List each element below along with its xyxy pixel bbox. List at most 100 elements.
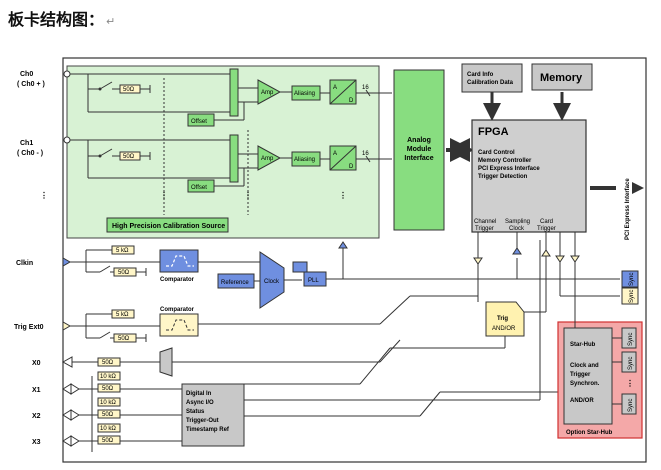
io-lines bbox=[61, 339, 401, 452]
memory-block bbox=[531, 63, 593, 91]
trig-ext0-path bbox=[62, 309, 160, 343]
star-hub-sync-ports bbox=[612, 327, 637, 415]
analog-module-line2: Module bbox=[407, 146, 432, 153]
comparator-clk-label: Comparator bbox=[160, 277, 195, 283]
r50-ch0-label: 50Ω bbox=[123, 87, 135, 93]
r10k-x2-label: 10 kΩ bbox=[100, 400, 116, 406]
amp-ch1-label: Amp bbox=[261, 156, 274, 162]
star-hub-caption: Option Star-Hub bbox=[566, 430, 613, 436]
r50-trig-label: 50Ω bbox=[118, 336, 130, 342]
digital-line2: Async I/O bbox=[186, 400, 214, 406]
clock-trigger-labels: 5 kΩ 50Ω Comparator Reference Clock PLL … bbox=[116, 248, 635, 342]
digital-line4: Trigger-Out bbox=[186, 418, 219, 424]
label-x1: X1 bbox=[32, 387, 41, 394]
input-labels: Ch0 ( Ch0 + ) Ch1 ( Ch0 - ) ⋮ Clkin Trig… bbox=[14, 71, 48, 446]
bus-width-ch1: 16 bbox=[362, 151, 369, 157]
label-ch0-sub: ( Ch0 + ) bbox=[17, 81, 45, 88]
card-trigger-line1: Card bbox=[540, 219, 553, 225]
card-info-line2: Calibration Data bbox=[467, 80, 514, 86]
adc-ch0-d: D bbox=[349, 98, 354, 104]
comparator-clk bbox=[159, 249, 199, 273]
label-ch1: Ch1 bbox=[20, 140, 33, 147]
sync-clk-port bbox=[621, 270, 639, 288]
r5k-trig-label: 5 kΩ bbox=[116, 312, 129, 318]
r50-ch1-label: 50Ω bbox=[123, 154, 135, 160]
paragraph-mark: ↵ bbox=[106, 15, 116, 28]
fpga-title: FPGA bbox=[478, 126, 509, 138]
fpga-line1: Card Control bbox=[478, 150, 515, 156]
clock-mux bbox=[259, 251, 285, 309]
digital-line1: Digital In bbox=[186, 391, 212, 397]
sampling-clock-line1: Sampling bbox=[505, 219, 530, 225]
trig-block-line1: Trig bbox=[497, 316, 508, 322]
star-hub-ellipsis: ⋮ bbox=[626, 379, 634, 388]
channel-trigger-line2: Trigger bbox=[475, 226, 494, 232]
channel-trigger-line1: Channel bbox=[474, 219, 496, 225]
memory-label: Memory bbox=[540, 72, 583, 84]
frontend-labels: 50Ω 50Ω Amp Amp Offset Offset Aliasing A… bbox=[112, 85, 369, 230]
digital-io-block bbox=[181, 383, 245, 447]
calibration-source-label: High Precision Calibration Source bbox=[112, 223, 225, 230]
fpga-line2: Memory Controller bbox=[478, 158, 532, 164]
channel-0-chain bbox=[187, 68, 392, 127]
comparator-trig-label: Comparator bbox=[160, 307, 195, 313]
calibration-feed-lines bbox=[163, 78, 249, 215]
star-hub-line1: Clock and bbox=[570, 363, 599, 369]
bus-width-ch0: 16 bbox=[362, 85, 369, 91]
card-trigger-line2: Trigger bbox=[537, 226, 556, 232]
label-x0: X0 bbox=[32, 360, 41, 367]
amp-ch0-icon bbox=[257, 79, 282, 105]
resistor-5k-trig bbox=[111, 309, 135, 319]
analog-frontend-area bbox=[66, 65, 380, 239]
label-trig-ext0: Trig Ext0 bbox=[14, 324, 44, 331]
io-labels: 50Ω 10 kΩ 50Ω 10 kΩ 50Ω 10 kΩ 50Ω Digita… bbox=[100, 360, 230, 444]
offset-ch1-label: Offset bbox=[191, 185, 207, 191]
analog-module-line1: Analog bbox=[407, 137, 431, 144]
reference-label: Reference bbox=[221, 280, 249, 286]
clkin-path bbox=[62, 245, 160, 277]
star-hub-title: Star-Hub bbox=[570, 342, 596, 348]
frontend-ellipsis-1: ⋮ bbox=[160, 191, 168, 200]
pci-express-label: PCI Express Interface bbox=[625, 178, 631, 240]
sync-trig-label: Sync bbox=[629, 290, 635, 303]
adc-ch1-a: A bbox=[333, 151, 337, 157]
star-hub-line3: Synchron. bbox=[570, 381, 600, 387]
digital-line5: Timestamp Ref bbox=[186, 427, 230, 433]
digital-line3: Status bbox=[186, 409, 205, 415]
channel-0-path bbox=[63, 70, 232, 113]
calibration-source-block bbox=[106, 217, 229, 233]
heading-text: 板卡结构图： bbox=[8, 10, 105, 29]
card-info-block bbox=[461, 63, 523, 93]
fpga-line3: PCI Express Interface bbox=[478, 166, 540, 172]
fpga-pins bbox=[473, 232, 580, 265]
label-channel-ellipsis: ⋮ bbox=[40, 191, 48, 200]
channel-1-chain bbox=[187, 134, 392, 193]
aliasing-ch1-label: Aliasing bbox=[294, 157, 315, 163]
r10k-x3-label: 10 kΩ bbox=[100, 426, 116, 432]
r50-x1-label: 50Ω bbox=[102, 386, 114, 392]
sampling-clock-line2: Clock bbox=[509, 226, 525, 232]
amp-ch1-icon bbox=[257, 145, 282, 171]
r50-clk-label: 50Ω bbox=[118, 270, 130, 276]
frontend-ellipsis-3: ⋮ bbox=[339, 191, 347, 200]
label-ch0: Ch0 bbox=[20, 71, 33, 78]
r5k-clk-label: 5 kΩ bbox=[116, 248, 129, 254]
sync-clk-label: Sync bbox=[629, 273, 635, 286]
analog-module-interface bbox=[393, 69, 445, 231]
trig-and-or-block bbox=[485, 301, 525, 337]
frontend-ellipsis-2: ⋮ bbox=[244, 191, 252, 200]
offset-ch0-label: Offset bbox=[191, 119, 207, 125]
clock-label: Clock bbox=[264, 279, 280, 285]
module-labels: Analog Module Interface Card Info Calibr… bbox=[404, 72, 631, 240]
fpga-block bbox=[471, 119, 587, 233]
adc-ch1-d: D bbox=[349, 164, 354, 170]
page-heading: 板卡结构图：↵ bbox=[8, 6, 115, 30]
pll-label: PLL bbox=[308, 278, 319, 284]
analog-module-line3: Interface bbox=[404, 155, 433, 162]
channel-1-path bbox=[63, 136, 232, 179]
star-hub-sync-3: Sync bbox=[628, 399, 634, 412]
r50-x2-label: 50Ω bbox=[102, 412, 114, 418]
adc-ch0-a: A bbox=[333, 85, 337, 91]
r10k-x1-label: 10 kΩ bbox=[100, 374, 116, 380]
